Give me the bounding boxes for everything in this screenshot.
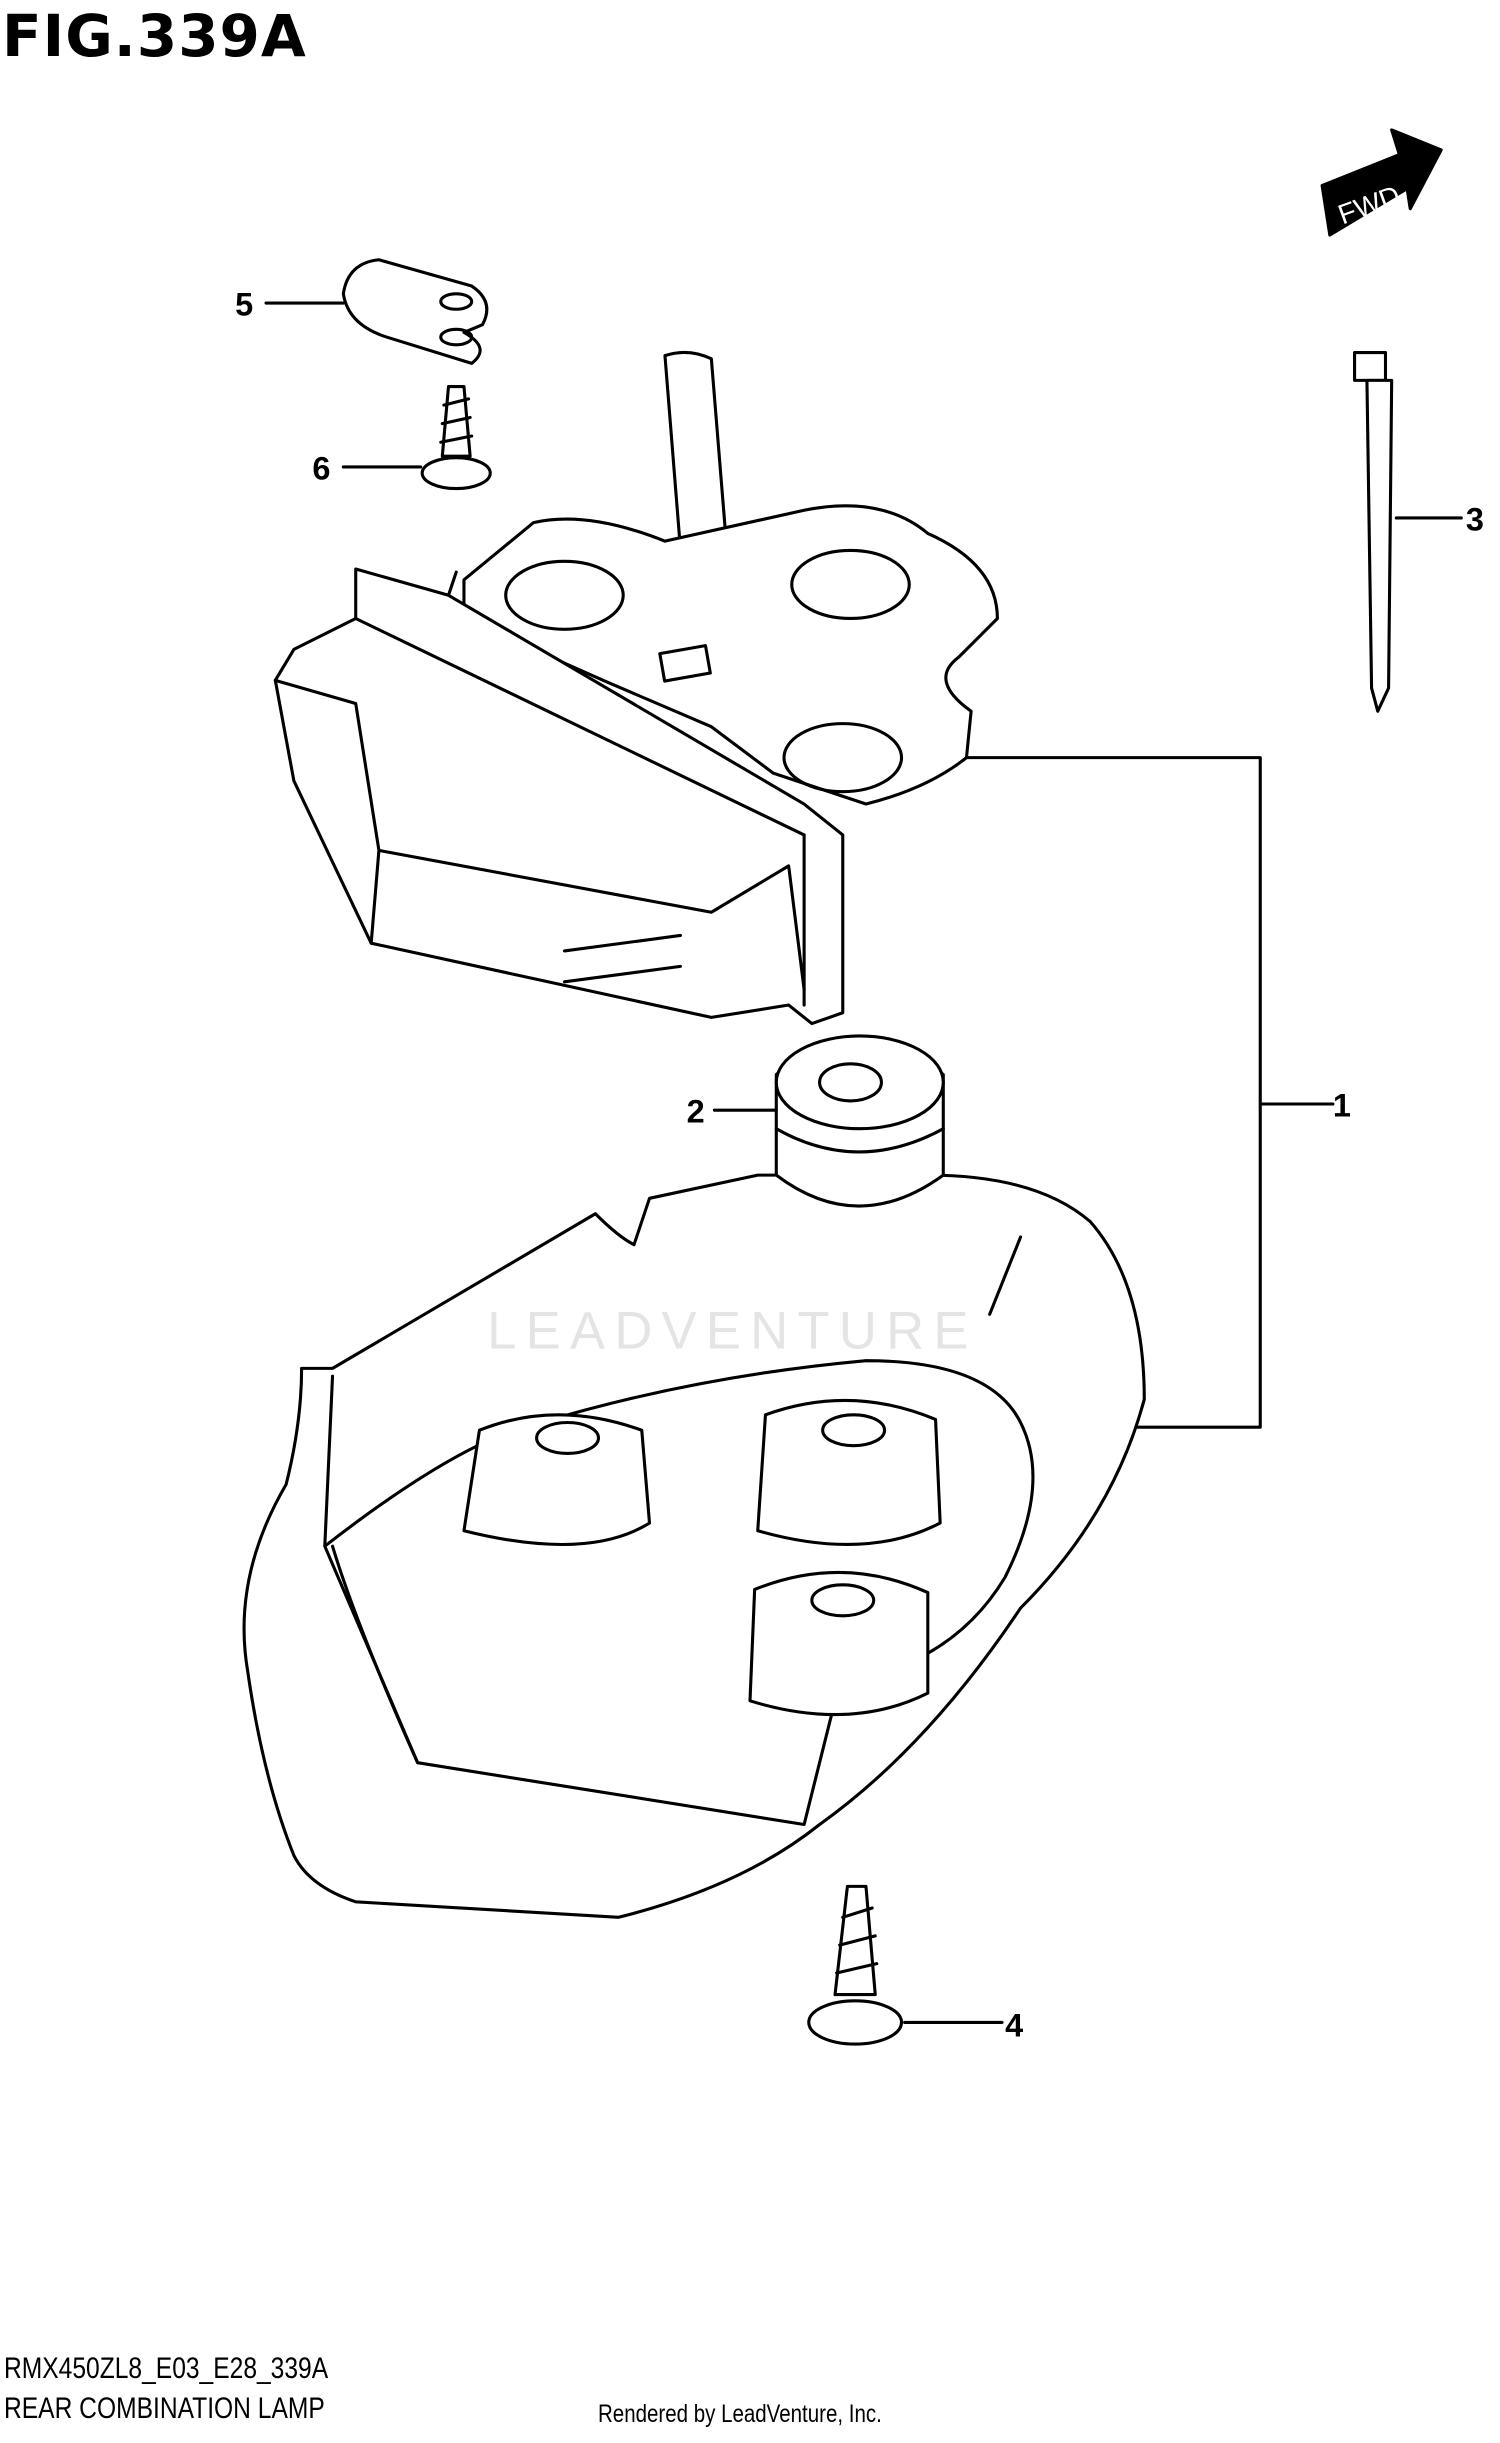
fwd-arrow-icon: FWD bbox=[1320, 128, 1443, 237]
watermark: LEADVENTURE bbox=[487, 1301, 978, 1360]
grommet-part-2 bbox=[774, 1034, 945, 1208]
callout-2: 2 bbox=[687, 1094, 705, 1130]
figure-name: REAR COMBINATION LAMP bbox=[4, 2392, 325, 2425]
callout-6: 6 bbox=[312, 450, 330, 486]
clamp-part-5 bbox=[341, 258, 489, 365]
lamp-assembly-part-1 bbox=[242, 350, 1146, 1919]
figure-code: RMX450ZL8_E03_E28_339A bbox=[4, 2352, 329, 2385]
callout-3: 3 bbox=[1466, 501, 1484, 537]
screw-part-4 bbox=[807, 1884, 904, 2046]
callout-4: 4 bbox=[1005, 2007, 1023, 2043]
rendered-by-credit: Rendered by LeadVenture, Inc. bbox=[598, 2400, 882, 2428]
callout-1: 1 bbox=[1333, 1087, 1351, 1123]
cable-tie-part-3 bbox=[1353, 350, 1394, 713]
screw-part-6 bbox=[420, 385, 492, 491]
figure-title: FIG.339A bbox=[2, 2, 307, 70]
callout-5: 5 bbox=[235, 286, 253, 322]
